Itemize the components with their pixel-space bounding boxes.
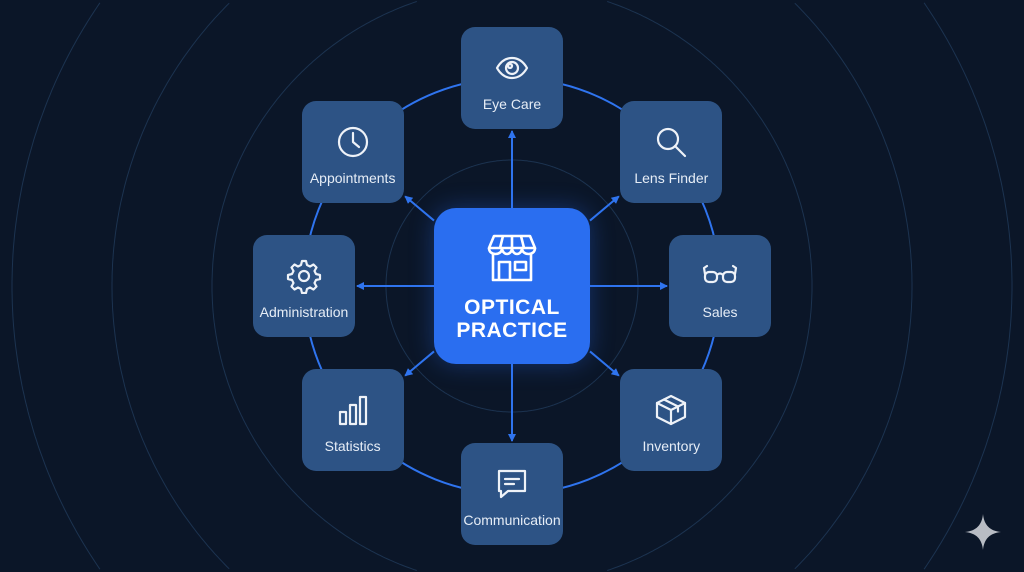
node-label: Sales bbox=[702, 304, 738, 320]
eye-icon bbox=[495, 56, 529, 80]
guide-ring bbox=[923, 2, 1013, 286]
guide-ring bbox=[794, 2, 913, 286]
node-communication[interactable]: Communication bbox=[461, 443, 563, 545]
node-label: Administration bbox=[259, 304, 349, 320]
node-label: Eye Care bbox=[482, 96, 542, 112]
box-icon bbox=[656, 394, 687, 425]
node-label: Inventory bbox=[642, 437, 701, 454]
node-lens-finder[interactable]: Lens Finder bbox=[620, 101, 723, 204]
node-administration[interactable]: Administration bbox=[253, 235, 355, 337]
connector-arrow-inventory bbox=[589, 350, 620, 377]
connector-arrow-statistics bbox=[404, 350, 435, 377]
guide-ring bbox=[923, 286, 1013, 570]
chat-icon bbox=[497, 469, 527, 499]
bar-chart-icon bbox=[338, 395, 367, 425]
guide-ring bbox=[607, 286, 813, 571]
node-label: Statistics bbox=[324, 437, 381, 454]
node-label: Lens Finder bbox=[634, 170, 709, 187]
node-sales[interactable]: Sales bbox=[669, 235, 771, 337]
guide-ring bbox=[211, 1, 417, 571]
connector-arrow-lens-finder bbox=[589, 195, 620, 222]
node-eye-care[interactable]: Eye Care bbox=[461, 27, 563, 129]
center-title-line2: PRACTICE bbox=[456, 319, 568, 342]
node-appointments[interactable]: Appointments bbox=[301, 101, 404, 204]
glasses-icon bbox=[702, 264, 738, 284]
search-icon bbox=[657, 128, 687, 158]
storefront-icon bbox=[487, 234, 537, 282]
node-label: Communication bbox=[463, 512, 561, 528]
sparkle-icon bbox=[965, 514, 1001, 550]
node-statistics[interactable]: Statistics bbox=[301, 368, 404, 471]
guide-ring bbox=[111, 2, 230, 570]
guide-ring bbox=[607, 1, 813, 286]
guide-ring bbox=[794, 286, 913, 570]
guide-ring bbox=[11, 2, 101, 570]
node-inventory[interactable]: Inventory bbox=[620, 368, 723, 471]
node-label: Appointments bbox=[309, 170, 396, 187]
gear-icon bbox=[286, 259, 322, 294]
connector-arrow-appointments bbox=[404, 195, 435, 222]
clock-icon bbox=[337, 127, 368, 158]
center-title-line1: OPTICAL bbox=[464, 296, 560, 319]
center-hub-optical-practice[interactable]: OPTICAL PRACTICE bbox=[434, 208, 590, 364]
